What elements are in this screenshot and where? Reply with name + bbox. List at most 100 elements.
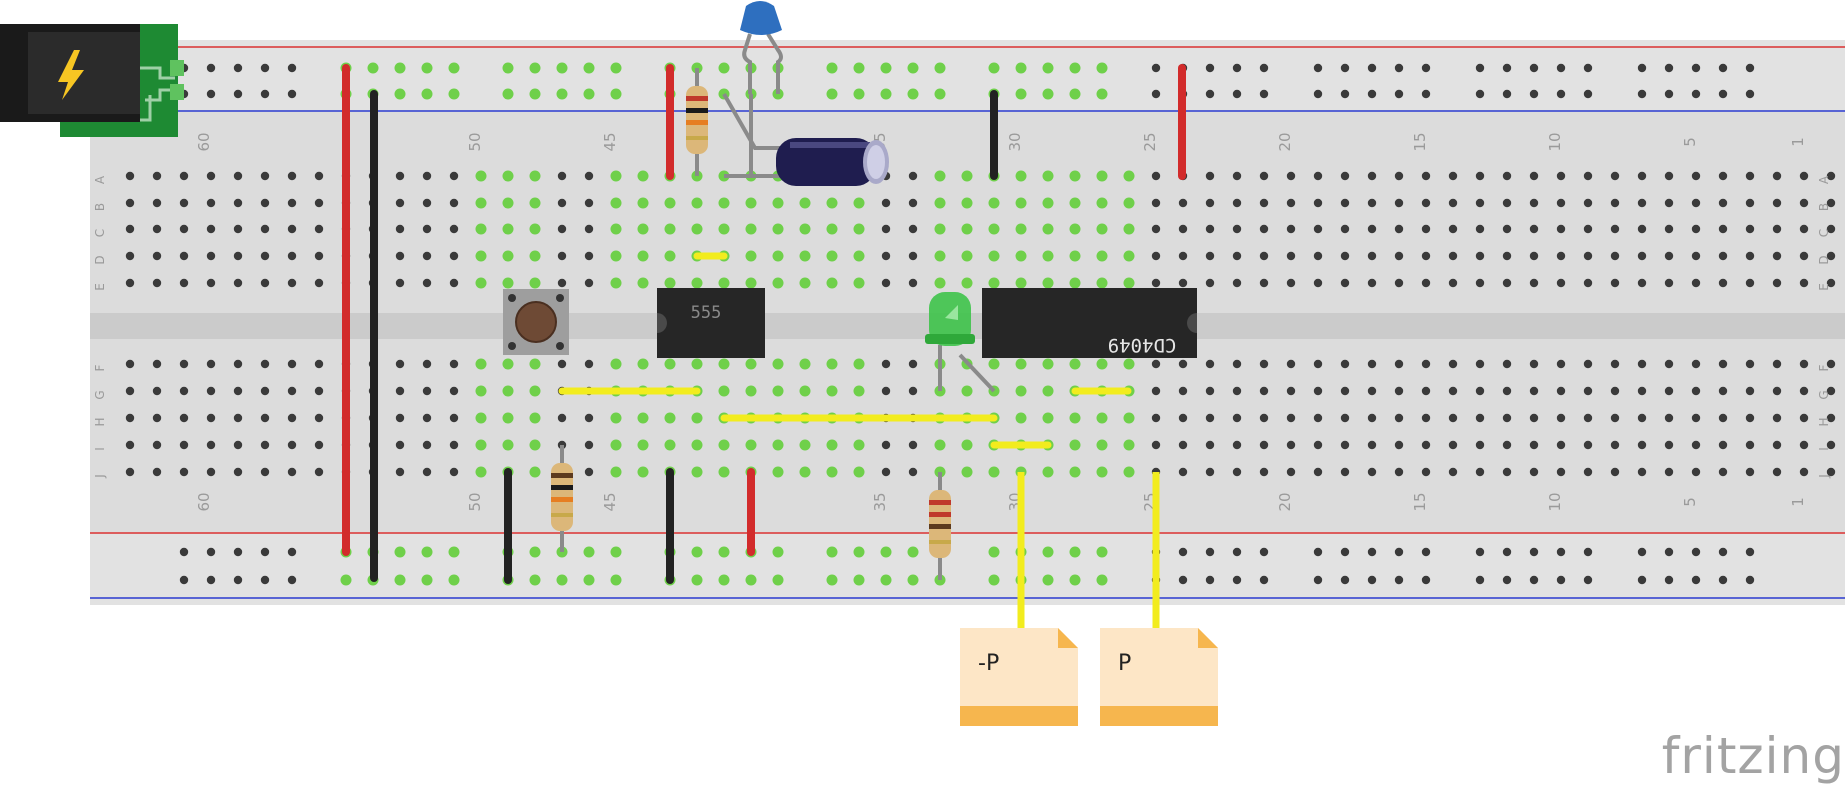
- breadboard-hole[interactable]: [1151, 413, 1161, 423]
- breadboard-hole[interactable]: [881, 467, 891, 477]
- rail-hole[interactable]: [826, 88, 838, 100]
- breadboard-hole[interactable]: [206, 278, 216, 288]
- breadboard-hole[interactable]: [610, 412, 622, 424]
- breadboard-hole[interactable]: [1664, 413, 1674, 423]
- breadboard-hole[interactable]: [908, 467, 918, 477]
- breadboard-hole[interactable]: [1340, 359, 1350, 369]
- rail-hole[interactable]: [1069, 88, 1081, 100]
- breadboard-hole[interactable]: [961, 439, 973, 451]
- breadboard-hole[interactable]: [1096, 358, 1108, 370]
- breadboard-hole[interactable]: [637, 223, 649, 235]
- resistor-led[interactable]: [929, 472, 951, 580]
- breadboard-hole[interactable]: [314, 224, 324, 234]
- rail-hole[interactable]: [610, 88, 622, 100]
- breadboard-hole[interactable]: [1367, 198, 1377, 208]
- rail-hole[interactable]: [1313, 575, 1323, 585]
- breadboard-hole[interactable]: [1340, 278, 1350, 288]
- breadboard-hole[interactable]: [529, 466, 541, 478]
- breadboard-hole[interactable]: [1610, 440, 1620, 450]
- breadboard-hole[interactable]: [610, 223, 622, 235]
- rail-hole[interactable]: [1340, 575, 1350, 585]
- breadboard-hole[interactable]: [529, 439, 541, 451]
- breadboard-hole[interactable]: [961, 197, 973, 209]
- breadboard-hole[interactable]: [1205, 198, 1215, 208]
- breadboard-hole[interactable]: [584, 413, 594, 423]
- rail-hole[interactable]: [1583, 63, 1593, 73]
- rail-hole[interactable]: [1745, 89, 1755, 99]
- breadboard-hole[interactable]: [475, 170, 487, 182]
- breadboard-hole[interactable]: [1691, 440, 1701, 450]
- breadboard-hole[interactable]: [1691, 198, 1701, 208]
- breadboard-hole[interactable]: [1799, 198, 1809, 208]
- rail-hole[interactable]: [691, 574, 703, 586]
- breadboard-hole[interactable]: [314, 386, 324, 396]
- breadboard-hole[interactable]: [1151, 171, 1161, 181]
- breadboard-hole[interactable]: [422, 359, 432, 369]
- breadboard-hole[interactable]: [961, 385, 973, 397]
- breadboard-hole[interactable]: [395, 440, 405, 450]
- breadboard-hole[interactable]: [1178, 413, 1188, 423]
- breadboard-hole[interactable]: [1340, 413, 1350, 423]
- breadboard-hole[interactable]: [260, 413, 270, 423]
- breadboard-hole[interactable]: [664, 250, 676, 262]
- breadboard-hole[interactable]: [1448, 224, 1458, 234]
- rail-hole[interactable]: [287, 89, 297, 99]
- rail-hole[interactable]: [179, 547, 189, 557]
- breadboard-hole[interactable]: [1556, 440, 1566, 450]
- breadboard-hole[interactable]: [1664, 278, 1674, 288]
- rail-hole[interactable]: [260, 575, 270, 585]
- breadboard-hole[interactable]: [584, 467, 594, 477]
- breadboard-hole[interactable]: [1556, 413, 1566, 423]
- breadboard-hole[interactable]: [233, 386, 243, 396]
- rail-hole[interactable]: [826, 546, 838, 558]
- breadboard-hole[interactable]: [1394, 440, 1404, 450]
- rail-hole[interactable]: [1205, 575, 1215, 585]
- rail-hole[interactable]: [1637, 89, 1647, 99]
- breadboard-hole[interactable]: [1637, 386, 1647, 396]
- rail-hole[interactable]: [287, 63, 297, 73]
- breadboard-hole[interactable]: [1421, 224, 1431, 234]
- rail-hole[interactable]: [1637, 63, 1647, 73]
- breadboard-hole[interactable]: [1502, 359, 1512, 369]
- breadboard-hole[interactable]: [395, 251, 405, 261]
- breadboard-hole[interactable]: [1664, 171, 1674, 181]
- rail-hole[interactable]: [1529, 575, 1539, 585]
- breadboard-hole[interactable]: [1583, 467, 1593, 477]
- breadboard-hole[interactable]: [314, 171, 324, 181]
- breadboard-hole[interactable]: [449, 198, 459, 208]
- breadboard-hole[interactable]: [1529, 171, 1539, 181]
- breadboard-hole[interactable]: [1096, 197, 1108, 209]
- breadboard-hole[interactable]: [772, 466, 784, 478]
- breadboard-hole[interactable]: [1583, 440, 1593, 450]
- breadboard-hole[interactable]: [826, 385, 838, 397]
- breadboard-hole[interactable]: [1799, 440, 1809, 450]
- breadboard-hole[interactable]: [881, 440, 891, 450]
- rail-hole[interactable]: [826, 574, 838, 586]
- rail-hole[interactable]: [421, 574, 433, 586]
- breadboard-hole[interactable]: [691, 277, 703, 289]
- breadboard-hole[interactable]: [691, 197, 703, 209]
- breadboard-hole[interactable]: [475, 385, 487, 397]
- breadboard-hole[interactable]: [1340, 224, 1350, 234]
- breadboard-hole[interactable]: [934, 170, 946, 182]
- breadboard-hole[interactable]: [206, 198, 216, 208]
- breadboard-hole[interactable]: [557, 359, 567, 369]
- breadboard-hole[interactable]: [206, 171, 216, 181]
- breadboard-hole[interactable]: [125, 224, 135, 234]
- breadboard-hole[interactable]: [1367, 251, 1377, 261]
- breadboard-hole[interactable]: [1718, 440, 1728, 450]
- breadboard-hole[interactable]: [1313, 198, 1323, 208]
- breadboard-hole[interactable]: [1529, 251, 1539, 261]
- breadboard-hole[interactable]: [1745, 251, 1755, 261]
- breadboard-hole[interactable]: [881, 224, 891, 234]
- breadboard-hole[interactable]: [260, 198, 270, 208]
- breadboard-hole[interactable]: [1556, 251, 1566, 261]
- rail-hole[interactable]: [1556, 575, 1566, 585]
- breadboard-hole[interactable]: [233, 224, 243, 234]
- breadboard-hole[interactable]: [1313, 386, 1323, 396]
- rail-hole[interactable]: [502, 88, 514, 100]
- rail-hole[interactable]: [1394, 575, 1404, 585]
- rail-hole[interactable]: [1259, 547, 1269, 557]
- breadboard-hole[interactable]: [691, 439, 703, 451]
- breadboard-hole[interactable]: [1232, 467, 1242, 477]
